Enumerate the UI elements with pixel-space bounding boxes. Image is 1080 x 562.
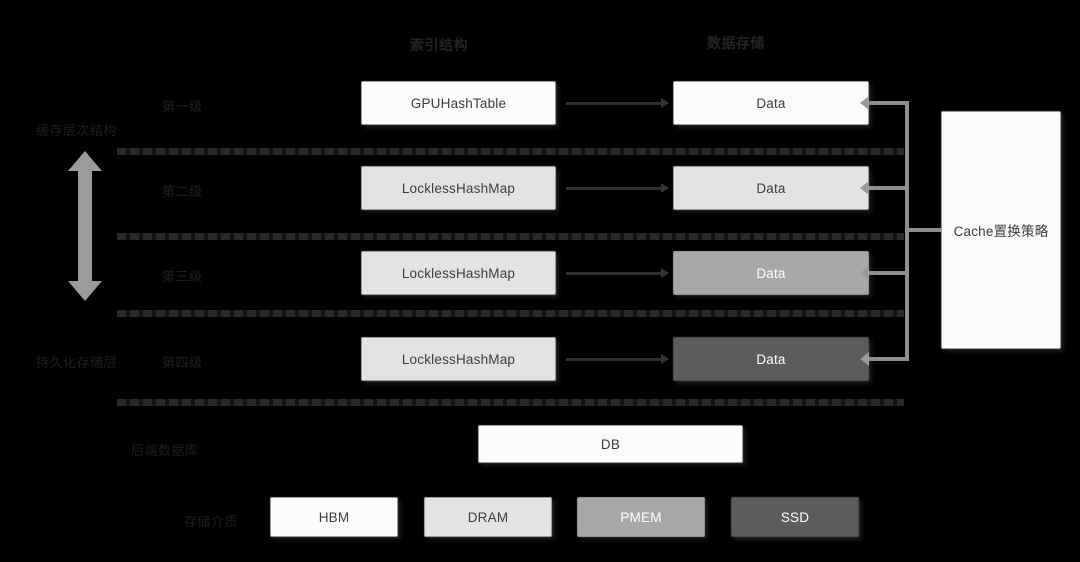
arrow-head-down: [68, 281, 102, 301]
link-tier3: [566, 268, 669, 278]
link-tier4: [566, 354, 669, 364]
media-node-hbm[interactable]: HBM: [270, 497, 398, 537]
header-index-column: 索引结构: [410, 37, 468, 53]
database-node[interactable]: DB: [478, 425, 743, 463]
media-node-pmem[interactable]: PMEM: [577, 497, 705, 537]
divider-2: [117, 233, 904, 240]
bus-branch-tier3: [860, 266, 909, 280]
arrow-shaft: [78, 170, 92, 282]
group-label-persist: 持久化存储层: [36, 355, 118, 370]
bus-branch-tier1: [860, 96, 909, 110]
data-node-tier2[interactable]: Data: [673, 166, 869, 210]
tier-label-4: 第四级: [162, 355, 203, 370]
header-data-column: 数据存储: [707, 35, 765, 51]
link-tier1: [566, 98, 669, 108]
index-node-tier3[interactable]: LocklessHashMap: [361, 251, 556, 295]
data-node-tier4[interactable]: Data: [673, 337, 869, 381]
index-node-tier2[interactable]: LocklessHashMap: [361, 166, 556, 210]
media-node-ssd[interactable]: SSD: [731, 497, 859, 537]
divider-3: [117, 310, 904, 317]
group-label-cache: 缓存层次结构: [36, 123, 118, 138]
divider-4: [117, 399, 904, 406]
bus-to-policy: [905, 228, 943, 232]
media-node-dram[interactable]: DRAM: [424, 497, 552, 537]
divider-1: [117, 148, 904, 155]
group-label-db: 后端数据库: [131, 443, 199, 458]
tier-label-2: 第二级: [162, 184, 203, 199]
data-node-tier1[interactable]: Data: [673, 81, 869, 125]
link-tier2: [566, 183, 669, 193]
data-node-tier3[interactable]: Data: [673, 251, 869, 295]
index-node-tier4[interactable]: LocklessHashMap: [361, 337, 556, 381]
arrow-head-up: [68, 151, 102, 171]
group-label-media: 存储介质: [184, 514, 239, 529]
bus-branch-tier2: [860, 181, 909, 195]
tier-label-3: 第三级: [162, 269, 203, 284]
tier-label-1: 第一级: [162, 99, 203, 114]
bus-branch-tier4: [860, 352, 909, 366]
cache-policy-panel[interactable]: Cache置换策略: [941, 111, 1061, 349]
index-node-tier1[interactable]: GPUHashTable: [361, 81, 556, 125]
